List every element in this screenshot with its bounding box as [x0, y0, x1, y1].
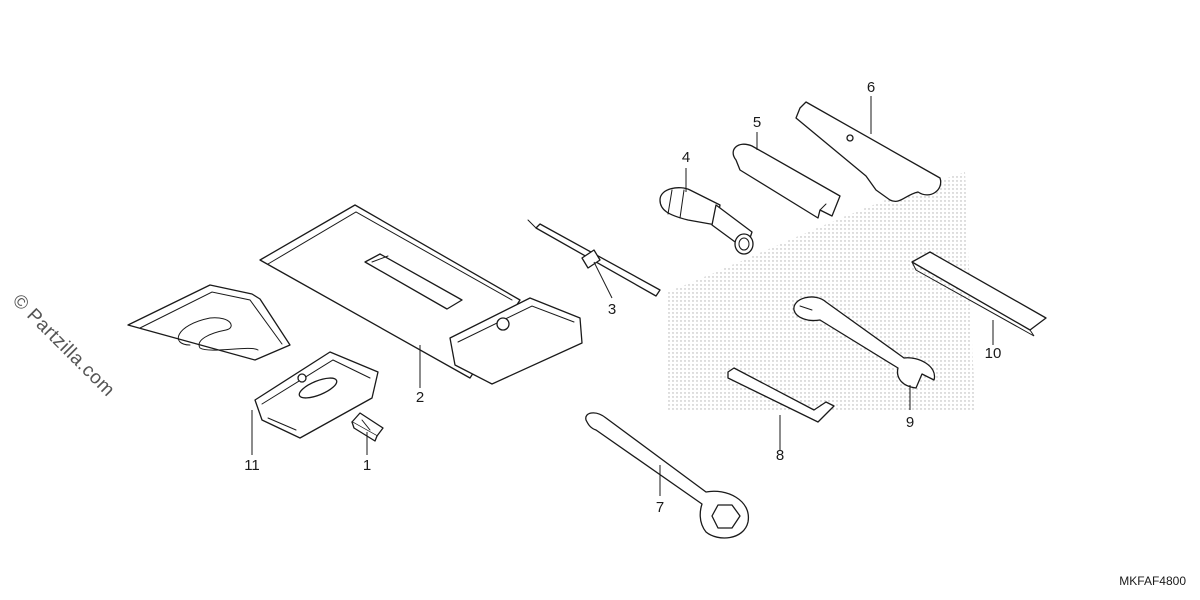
- callout-3: 3: [607, 301, 617, 318]
- callout-10: 10: [984, 345, 1002, 362]
- part-2-tool-roll: [259, 204, 583, 385]
- callout-1: 1: [362, 457, 372, 474]
- callout-7: 7: [655, 499, 665, 516]
- diagram-code-label: MKFAF4800: [1119, 574, 1186, 588]
- part-6-pin-spanner: [795, 101, 942, 202]
- part-9-wrench: [793, 296, 936, 389]
- part-4-screwdriver-handle: [659, 187, 754, 255]
- callout-8: 8: [775, 447, 785, 464]
- part-8-hex-key: [727, 367, 835, 423]
- part-11-tool-bag: [127, 284, 379, 439]
- stippled-logo-background: [668, 172, 975, 410]
- part-5-blade: [732, 143, 841, 219]
- callout-9: 9: [905, 414, 915, 431]
- callout-11: 11: [244, 457, 260, 474]
- callout-4: 4: [681, 149, 691, 166]
- callout-6: 6: [866, 79, 876, 96]
- part-7-ring-wrench: [585, 412, 749, 539]
- callout-5: 5: [752, 114, 762, 131]
- part-10-flat-bar: [911, 251, 1047, 337]
- part-1-clip: [351, 412, 384, 442]
- callout-2: 2: [415, 389, 425, 406]
- part-3-screwdriver-shaft: [527, 219, 661, 297]
- leader-lines: [251, 96, 994, 496]
